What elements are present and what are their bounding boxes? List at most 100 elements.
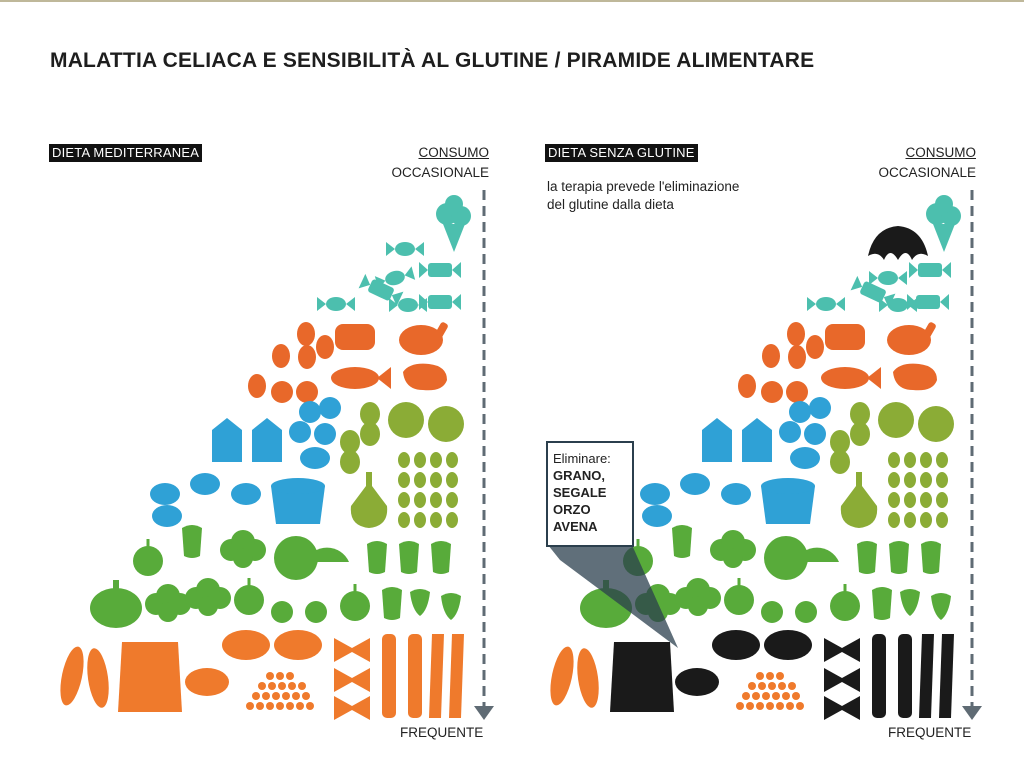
- durum-flour-bag-icon: [118, 642, 182, 712]
- zucchini-icon: [367, 541, 387, 574]
- right-occasionale-label: OCCASIONALE: [878, 165, 976, 180]
- meatball-icon: [296, 381, 318, 403]
- durum-flour-bag-icon: [610, 642, 674, 712]
- left-consumo-label: CONSUMO: [418, 145, 490, 160]
- artichoke-icon: [145, 584, 191, 622]
- cheese-icon: [231, 483, 261, 505]
- left-layer-dairy: [150, 397, 341, 527]
- candy-icon: [386, 242, 424, 256]
- lemon-icon: [340, 584, 370, 621]
- egg-icon: [316, 335, 334, 359]
- corn-icon: [55, 644, 89, 708]
- lemon-icon: [830, 584, 860, 621]
- roast-chicken-icon: [887, 321, 937, 355]
- meatball-icon: [761, 381, 783, 403]
- olive-oil-bottle-icon: [840, 472, 878, 528]
- wrapped-candy-icon: [909, 262, 951, 278]
- ice-cream-icon: [436, 195, 471, 252]
- fusilli-icon: [408, 634, 422, 718]
- top-divider-line: [0, 0, 1024, 2]
- egg-icon: [297, 322, 315, 346]
- cheese-icon: [680, 473, 710, 495]
- spaghetti-icon: [919, 634, 934, 718]
- zucchini-icon: [857, 541, 877, 574]
- fish-icon: [331, 367, 391, 389]
- egg-icon: [762, 344, 780, 368]
- cheese-icon: [190, 473, 220, 495]
- egg-icon: [298, 345, 316, 369]
- spaghetti-icon: [939, 634, 954, 718]
- mozzarella-icon: [809, 397, 831, 419]
- cheese-icon: [721, 483, 751, 505]
- wrapped-candy-icon: [419, 262, 461, 278]
- bread-roll-icon: [274, 630, 322, 660]
- strawberry-icon: [900, 589, 920, 616]
- right-pyramid-tag: DIETA SENZA GLUTINE: [545, 144, 698, 162]
- left-layer-vegetables-fruit: [90, 525, 461, 628]
- egg-icon: [272, 344, 290, 368]
- meatball-icon: [271, 381, 293, 403]
- mozzarella-icon: [789, 401, 811, 423]
- ham-icon: [825, 324, 865, 350]
- bread-icon: [675, 668, 719, 696]
- gluten-callout-text: Eliminare: GRANO, SEGALE ORZO AVENA: [553, 450, 611, 535]
- cheese-icon: [152, 505, 182, 527]
- pepper-icon: [431, 541, 451, 574]
- peanut-icon: [360, 402, 380, 446]
- walnut-icon: [918, 406, 954, 442]
- egg-icon: [788, 345, 806, 369]
- spaghetti-icon: [449, 634, 464, 718]
- cheese-icon: [300, 447, 330, 469]
- green-bean-icon: [182, 525, 202, 558]
- cauliflower-icon: [710, 530, 756, 568]
- bread-roll-icon: [712, 630, 760, 660]
- page-title: MALATTIA CELIACA E SENSIBILITÀ AL GLUTIN…: [50, 49, 815, 72]
- farfalle-icon: [334, 638, 370, 662]
- callout-pointer: [548, 545, 678, 648]
- callout-item-orzo: ORZO: [553, 502, 591, 517]
- ricotta-cake-icon: [271, 478, 325, 524]
- left-olives-grid: [398, 452, 458, 528]
- cheese-icon: [642, 505, 672, 527]
- meatball-icon: [786, 381, 808, 403]
- egg-icon: [806, 335, 824, 359]
- candy-icon: [807, 297, 845, 311]
- milk-carton-icon: [702, 418, 732, 462]
- callout-box: [546, 441, 634, 547]
- apple-icon: [133, 539, 163, 576]
- mozzarella-icon: [319, 397, 341, 419]
- left-pyramid-tag: DIETA MEDITERRANEA: [49, 144, 203, 162]
- spaghetti-icon: [429, 634, 444, 718]
- mozzarella-icon: [314, 423, 336, 445]
- orange-icon: [724, 578, 754, 615]
- left-frequent-label: FREQUENTE: [400, 725, 484, 740]
- callout-item-avena: AVENA: [553, 519, 598, 534]
- pepper-icon: [921, 541, 941, 574]
- fish-icon: [821, 367, 881, 389]
- cheese-icon: [790, 447, 820, 469]
- right-consumption-label: CONSUMO OCCASIONALE: [866, 143, 976, 183]
- lime-icon: [271, 601, 293, 623]
- steak-icon: [403, 363, 447, 391]
- right-gluten-croissant: [868, 226, 928, 260]
- pepper-icon: [889, 541, 909, 574]
- cheese-icon: [150, 483, 180, 505]
- farfalle-icon: [334, 696, 370, 720]
- farfalle-icon: [824, 696, 860, 720]
- lime-icon: [761, 601, 783, 623]
- peanut-icon: [830, 430, 850, 474]
- ice-cream-icon: [926, 195, 961, 252]
- peanut-icon: [850, 402, 870, 446]
- fusilli-icon: [382, 634, 396, 718]
- candy-icon: [317, 297, 355, 311]
- right-layer-meat-fish: [738, 321, 937, 403]
- bread-roll-icon: [222, 630, 270, 660]
- callout-list: GRANO, SEGALE ORZO AVENA: [553, 467, 611, 535]
- croissant-icon: [868, 226, 928, 260]
- bread-roll-icon: [764, 630, 812, 660]
- right-olives-grid: [888, 452, 948, 528]
- fusilli-icon: [872, 634, 886, 718]
- right-gluten-free-cereals: [545, 644, 603, 710]
- callout-title: Eliminare:: [553, 451, 611, 466]
